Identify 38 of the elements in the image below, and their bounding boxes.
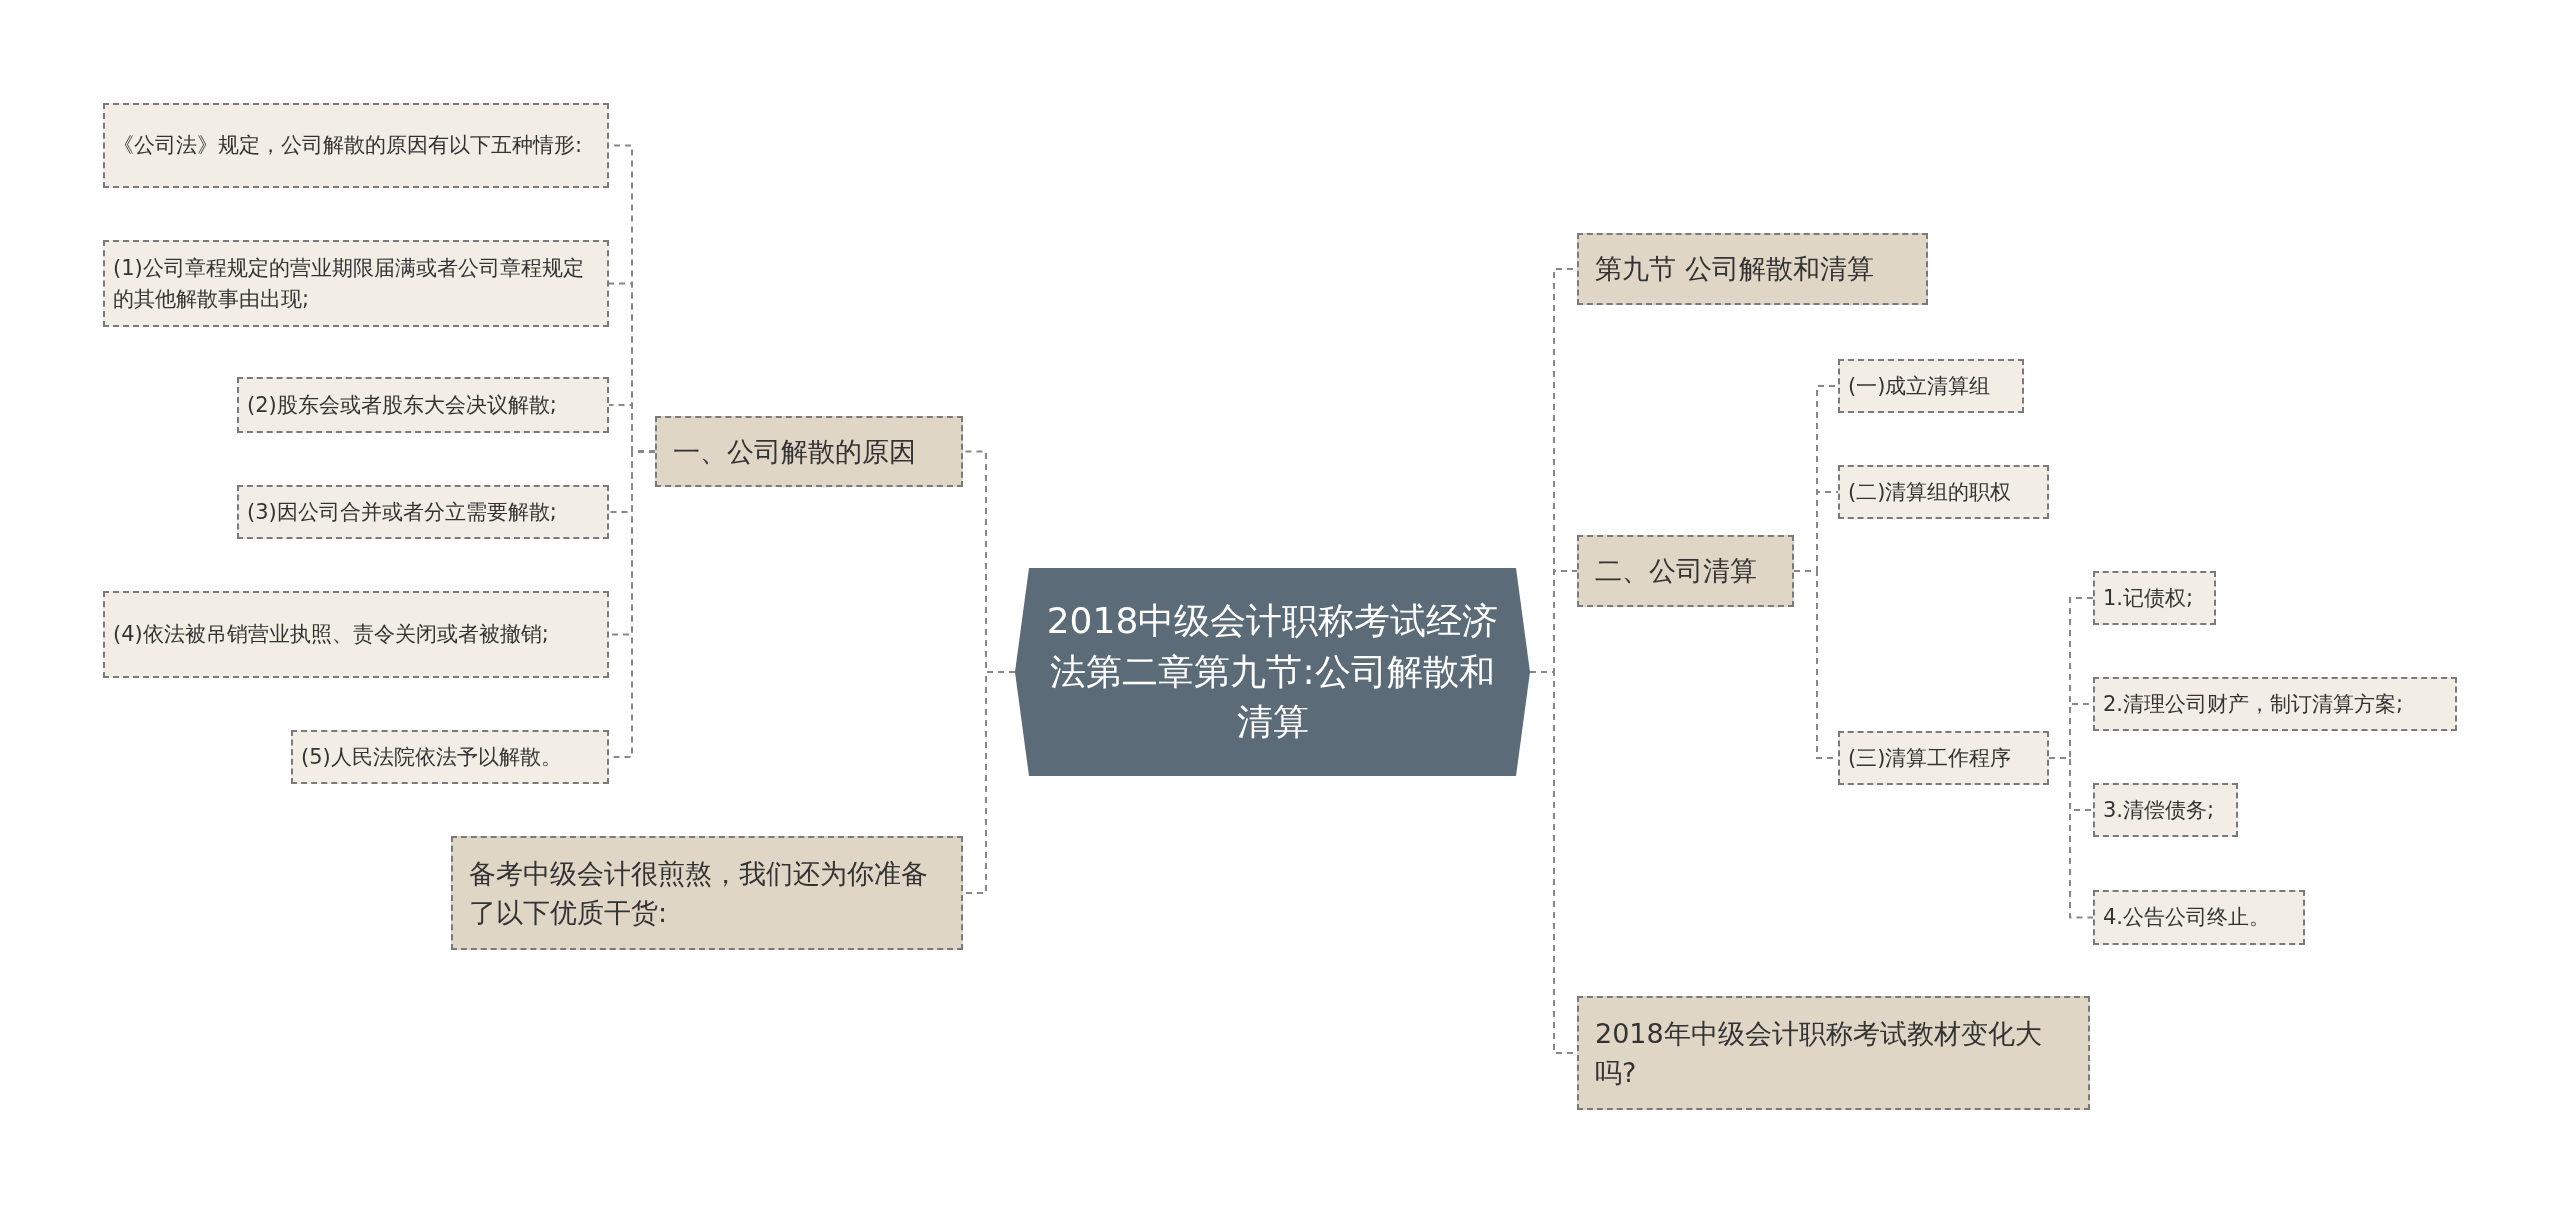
node-text: (1)公司章程规定的营业期限届满或者公司章程规定的其他解散事由出现; [113, 255, 585, 313]
leaf-box [1838, 731, 2049, 785]
branch-box [1577, 233, 1928, 305]
node-text: (2)股东会或者股东大会决议解散; [247, 391, 558, 419]
node-text: 二、公司清算 [1595, 554, 1758, 589]
node-text: (三)清算工作程序 [1848, 744, 2013, 772]
leaf-box [103, 103, 609, 188]
leaf-box [2093, 571, 2216, 625]
node-text: (一)成立清算组 [1848, 372, 1992, 400]
node-text: 2018年中级会计职称考试教材变化大吗? [1595, 1016, 2043, 1090]
node-text: 3.清偿债务; [2103, 796, 2216, 824]
leaf-box [2093, 783, 2238, 837]
node-text: 1.记债权; [2103, 584, 2195, 612]
node-text: 一、公司解散的原因 [673, 434, 917, 469]
node-text: (5)人民法院依法予以解散。 [301, 743, 563, 771]
leaf-box [291, 730, 609, 784]
leaf-box [1838, 359, 2024, 413]
node-text: (4)依法被吊销营业执照、责令关闭或者被撤销; [113, 621, 550, 649]
node-text: 第九节 公司解散和清算 [1595, 252, 1875, 287]
node-text: 《公司法》规定，公司解散的原因有以下五种情形: [113, 132, 584, 160]
branch-box [1577, 535, 1794, 607]
leaf-box [2093, 677, 2457, 731]
node-text: 备考中级会计很煎熬，我们还为你准备了以下优质干货: [469, 856, 929, 930]
branch-box [1577, 996, 2090, 1110]
connector-line [2048, 757, 2094, 919]
node-text: (3)因公司合并或者分立需要解散; [247, 498, 558, 526]
leaf-box [103, 240, 609, 327]
branch-box [655, 416, 963, 487]
node-text: 2.清理公司财产，制订清算方案; [2103, 690, 2405, 718]
node-text: (二)清算组的职权 [1848, 478, 2013, 506]
leaf-box [237, 377, 609, 433]
leaf-box [2093, 890, 2305, 945]
node-text: 4.公告公司终止。 [2103, 904, 2272, 932]
branch-box [451, 836, 963, 950]
leaf-box [103, 591, 609, 678]
leaf-box [1838, 465, 2049, 519]
leaf-box [237, 485, 609, 539]
node-text: 2018中级会计职称考试经济法第二章第九节:公司解散和清算 [1045, 599, 1500, 745]
